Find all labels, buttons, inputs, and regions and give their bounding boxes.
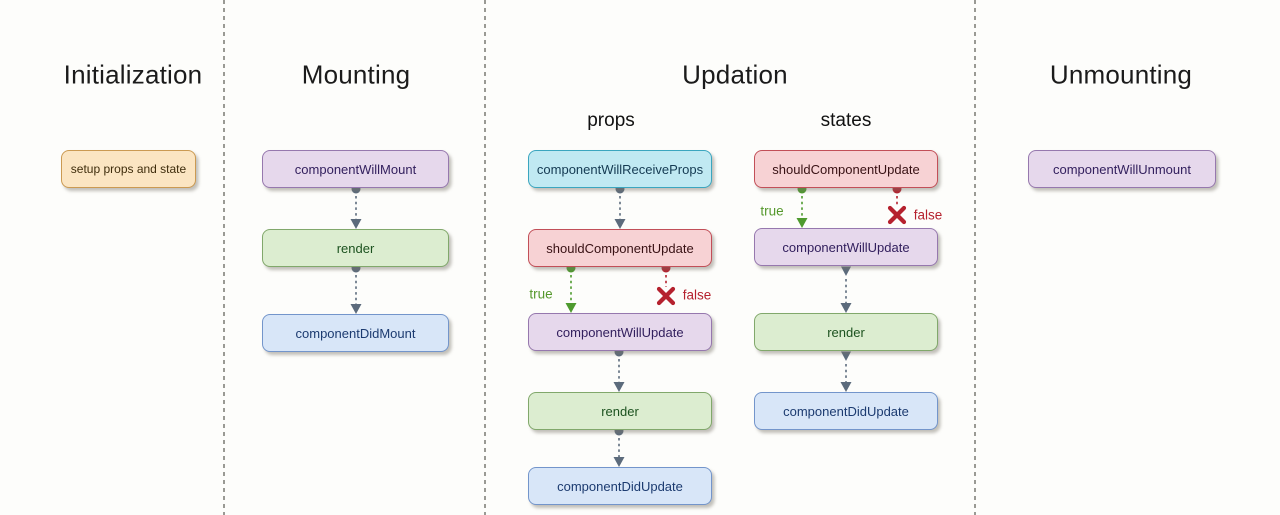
branch-label-true: true — [760, 203, 784, 219]
node-label: componentDidUpdate — [557, 478, 683, 494]
node-label: componentWillUpdate — [782, 239, 910, 255]
node-label: componentWillUpdate — [556, 324, 684, 340]
section-divider — [484, 0, 486, 515]
node-render: render — [754, 313, 938, 351]
node-setup-props-and-state: setup props and state — [61, 150, 196, 188]
section-title-initialization: Initialization — [63, 59, 203, 90]
node-render: render — [528, 392, 712, 430]
branch-label-false: false — [913, 207, 943, 223]
subtitle-states: states — [820, 110, 872, 131]
node-shouldComponentUpdate: shouldComponentUpdate — [754, 150, 938, 188]
node-label: setup props and state — [70, 162, 187, 176]
node-label: componentWillUnmount — [1052, 161, 1191, 177]
node-componentDidUpdate: componentDidUpdate — [528, 467, 712, 505]
node-componentWillUpdate: componentWillUpdate — [754, 228, 938, 266]
section-divider — [223, 0, 225, 515]
node-label: componentWillMount — [294, 161, 417, 177]
node-label: componentDidUpdate — [783, 403, 909, 419]
node-componentWillUnmount: componentWillUnmount — [1028, 150, 1216, 188]
node-shouldComponentUpdate: shouldComponentUpdate — [528, 229, 712, 267]
node-componentDidMount: componentDidMount — [262, 314, 449, 352]
node-label: render — [827, 324, 865, 340]
branch-label-true: true — [529, 286, 553, 302]
node-componentWillMount: componentWillMount — [262, 150, 449, 188]
node-label: render — [601, 403, 639, 419]
node-label: componentDidMount — [295, 325, 416, 341]
node-label: shouldComponentUpdate — [546, 240, 694, 256]
node-label: shouldComponentUpdate — [772, 161, 920, 177]
node-componentDidUpdate: componentDidUpdate — [754, 392, 938, 430]
node-componentWillUpdate: componentWillUpdate — [528, 313, 712, 351]
node-label: componentWillReceiveProps — [536, 161, 704, 177]
subtitle-props: props — [587, 110, 635, 131]
section-title-mounting: Mounting — [301, 59, 411, 90]
section-title-updation: Updation — [682, 59, 788, 90]
section-title-unmounting: Unmounting — [1049, 59, 1193, 90]
section-divider — [974, 0, 976, 515]
branch-label-false: false — [682, 287, 712, 303]
node-label: render — [336, 240, 375, 256]
node-render: render — [262, 229, 449, 267]
node-componentWillReceiveProps: componentWillReceiveProps — [528, 150, 712, 188]
